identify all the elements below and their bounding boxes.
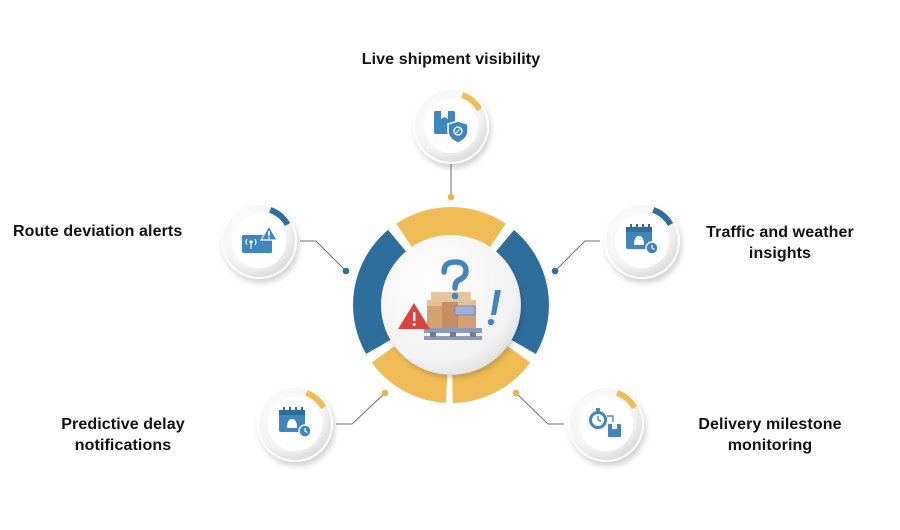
connector-dot-bottom-right (512, 389, 520, 397)
label-route-deviation-alerts: Route deviation alerts (13, 223, 183, 240)
connector-bottom-left (336, 392, 386, 425)
connector-dot-left (342, 267, 350, 275)
connectors (300, 164, 600, 425)
label-predictive-delay-notifications: Predictive delay notifications (61, 416, 185, 454)
feature-node-top (413, 88, 489, 164)
connector-right (554, 240, 600, 272)
calendar-bell-clock-icon (279, 407, 312, 438)
feature-node-bottom-left (257, 386, 333, 462)
ring (353, 206, 549, 403)
connector-dot-bottom-left (381, 389, 389, 397)
connector-left (300, 240, 347, 272)
label-traffic-weather-insights: Traffic and weather insights (706, 224, 854, 262)
feature-node-right (604, 203, 680, 279)
label-delivery-milestone-monitoring: Delivery milestone monitoring (698, 416, 842, 454)
connector-dots (342, 193, 559, 397)
package-question-alert-icon (398, 259, 501, 340)
signal-warning-icon (242, 224, 279, 253)
node-accent-right (652, 207, 674, 227)
ring-segment-left (353, 229, 407, 354)
node-accent-left (269, 207, 291, 227)
ring-segment-bottom-left (371, 346, 448, 403)
node-accent-bottom-right (616, 390, 638, 410)
label-live-shipment-visibility: Live shipment visibility (361, 51, 541, 68)
feature-node-bottom-right (568, 386, 644, 462)
stopwatch-package-icon (589, 408, 621, 437)
feature-node-left (221, 203, 297, 279)
connector-bottom-right (515, 392, 564, 425)
calendar-clock-icon (626, 224, 659, 255)
node-accent-top (461, 92, 483, 112)
ring-segment-bottom-right (452, 346, 531, 403)
connector-dot-top (447, 193, 455, 201)
node-accent-bottom-left (305, 390, 327, 410)
connector-dot-right (551, 267, 559, 275)
ring-segment-right (495, 229, 549, 354)
ring-segment-top (396, 206, 506, 247)
package-shield-icon (434, 111, 469, 144)
